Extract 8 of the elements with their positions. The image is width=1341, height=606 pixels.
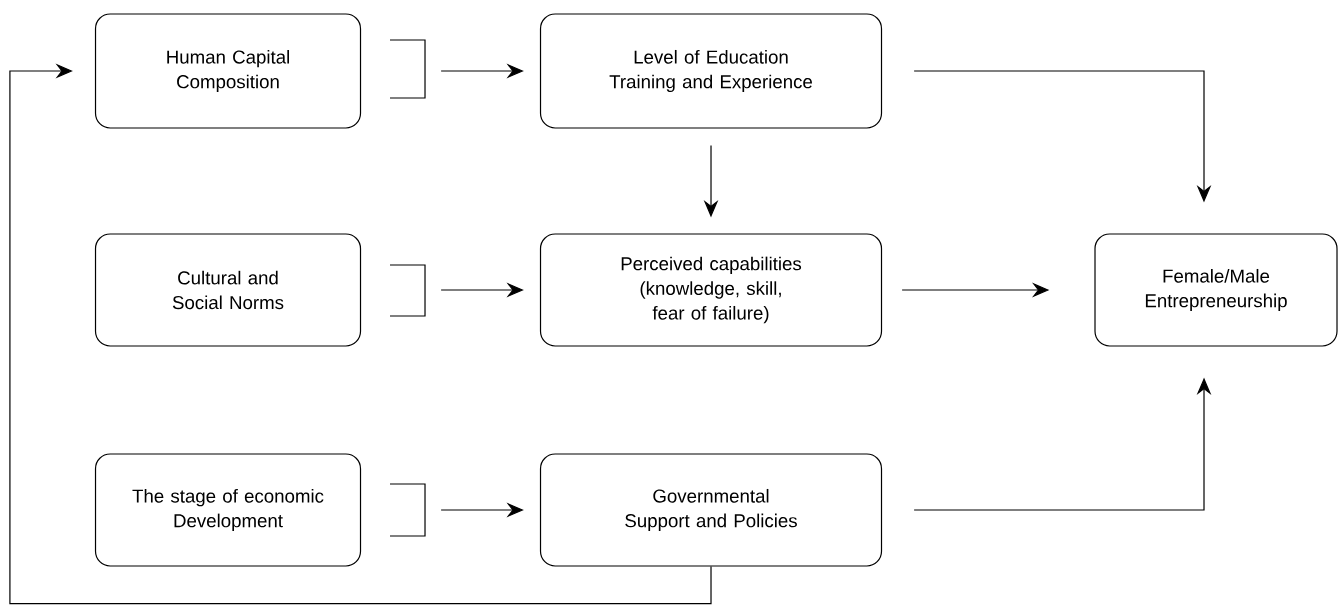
process-box: Perceived capabilities (knowledge, skill, fear of failure)	[539, 233, 883, 347]
process-box: Cultural and Social Norms	[94, 233, 362, 347]
process-box: The stage of economic Development	[94, 453, 362, 567]
arrow	[9, 63, 712, 605]
process-box: Level of Education Training and Experience	[539, 13, 883, 129]
process-box: Governmental Support and Policies	[539, 453, 883, 567]
process-box: Human Capital Composition	[94, 13, 362, 129]
process-box: Female/Male Entrepreneurship	[1094, 233, 1338, 347]
